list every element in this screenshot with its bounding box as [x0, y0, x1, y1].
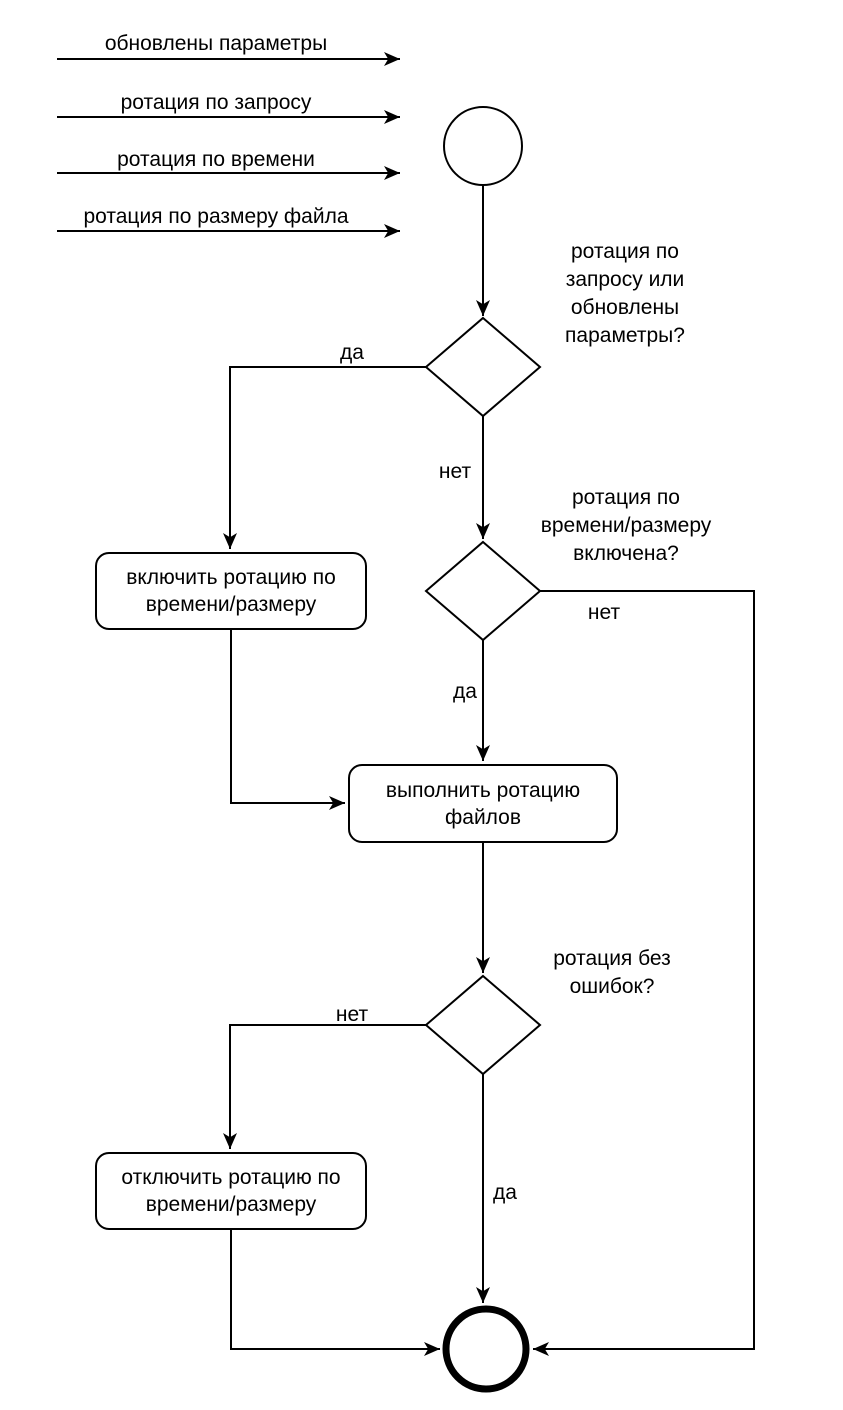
decision1-yes-label: да	[340, 341, 364, 364]
process-enable-rotation-label: включить ротацию по времени/размеру	[126, 566, 336, 616]
edge-enable-to-rotate	[230, 630, 345, 810]
input-label-rotation-by-time: ротация по времени	[117, 148, 315, 171]
edge-decision2-no-to-end	[533, 590, 755, 1356]
decision1-diamond	[424, 316, 542, 418]
decision2-no-label: нет	[587, 601, 621, 624]
process-perform-rotation-label: выполнить ротацию файлов	[385, 778, 581, 829]
decision3-no-label: нет	[335, 1003, 369, 1026]
start-node	[443, 106, 523, 186]
input-label-params-updated: обновлены параметры	[104, 32, 328, 55]
input-label-rotation-by-size: ротация по размеру файла	[83, 205, 349, 228]
process-enable-rotation: включить ротацию по времени/размеру	[95, 552, 367, 630]
decision3-question: ротация без ошибок?	[553, 947, 671, 998]
decision1-question: ротация по запросу или обновлены парамет…	[565, 240, 685, 347]
decision1-no-label: нет	[438, 460, 472, 483]
input-label-rotation-on-request: ротация по запросу	[120, 91, 312, 114]
edge-decision1-yes-to-enable	[223, 366, 426, 549]
end-node	[442, 1305, 530, 1393]
edge-decision3-no-to-disable	[223, 1024, 426, 1149]
edge-disable-to-end	[230, 1230, 440, 1356]
decision2-yes-label: да	[453, 680, 477, 703]
process-disable-rotation: отключить ротацию по времени/размеру	[95, 1152, 367, 1230]
decision3-yes-label: да	[493, 1181, 517, 1204]
process-perform-rotation: выполнить ротацию файлов	[348, 764, 618, 843]
process-disable-rotation-label: отключить ротацию по времени/размеру	[121, 1166, 341, 1216]
decision2-question: ротация по времени/размеру включена?	[540, 486, 712, 565]
